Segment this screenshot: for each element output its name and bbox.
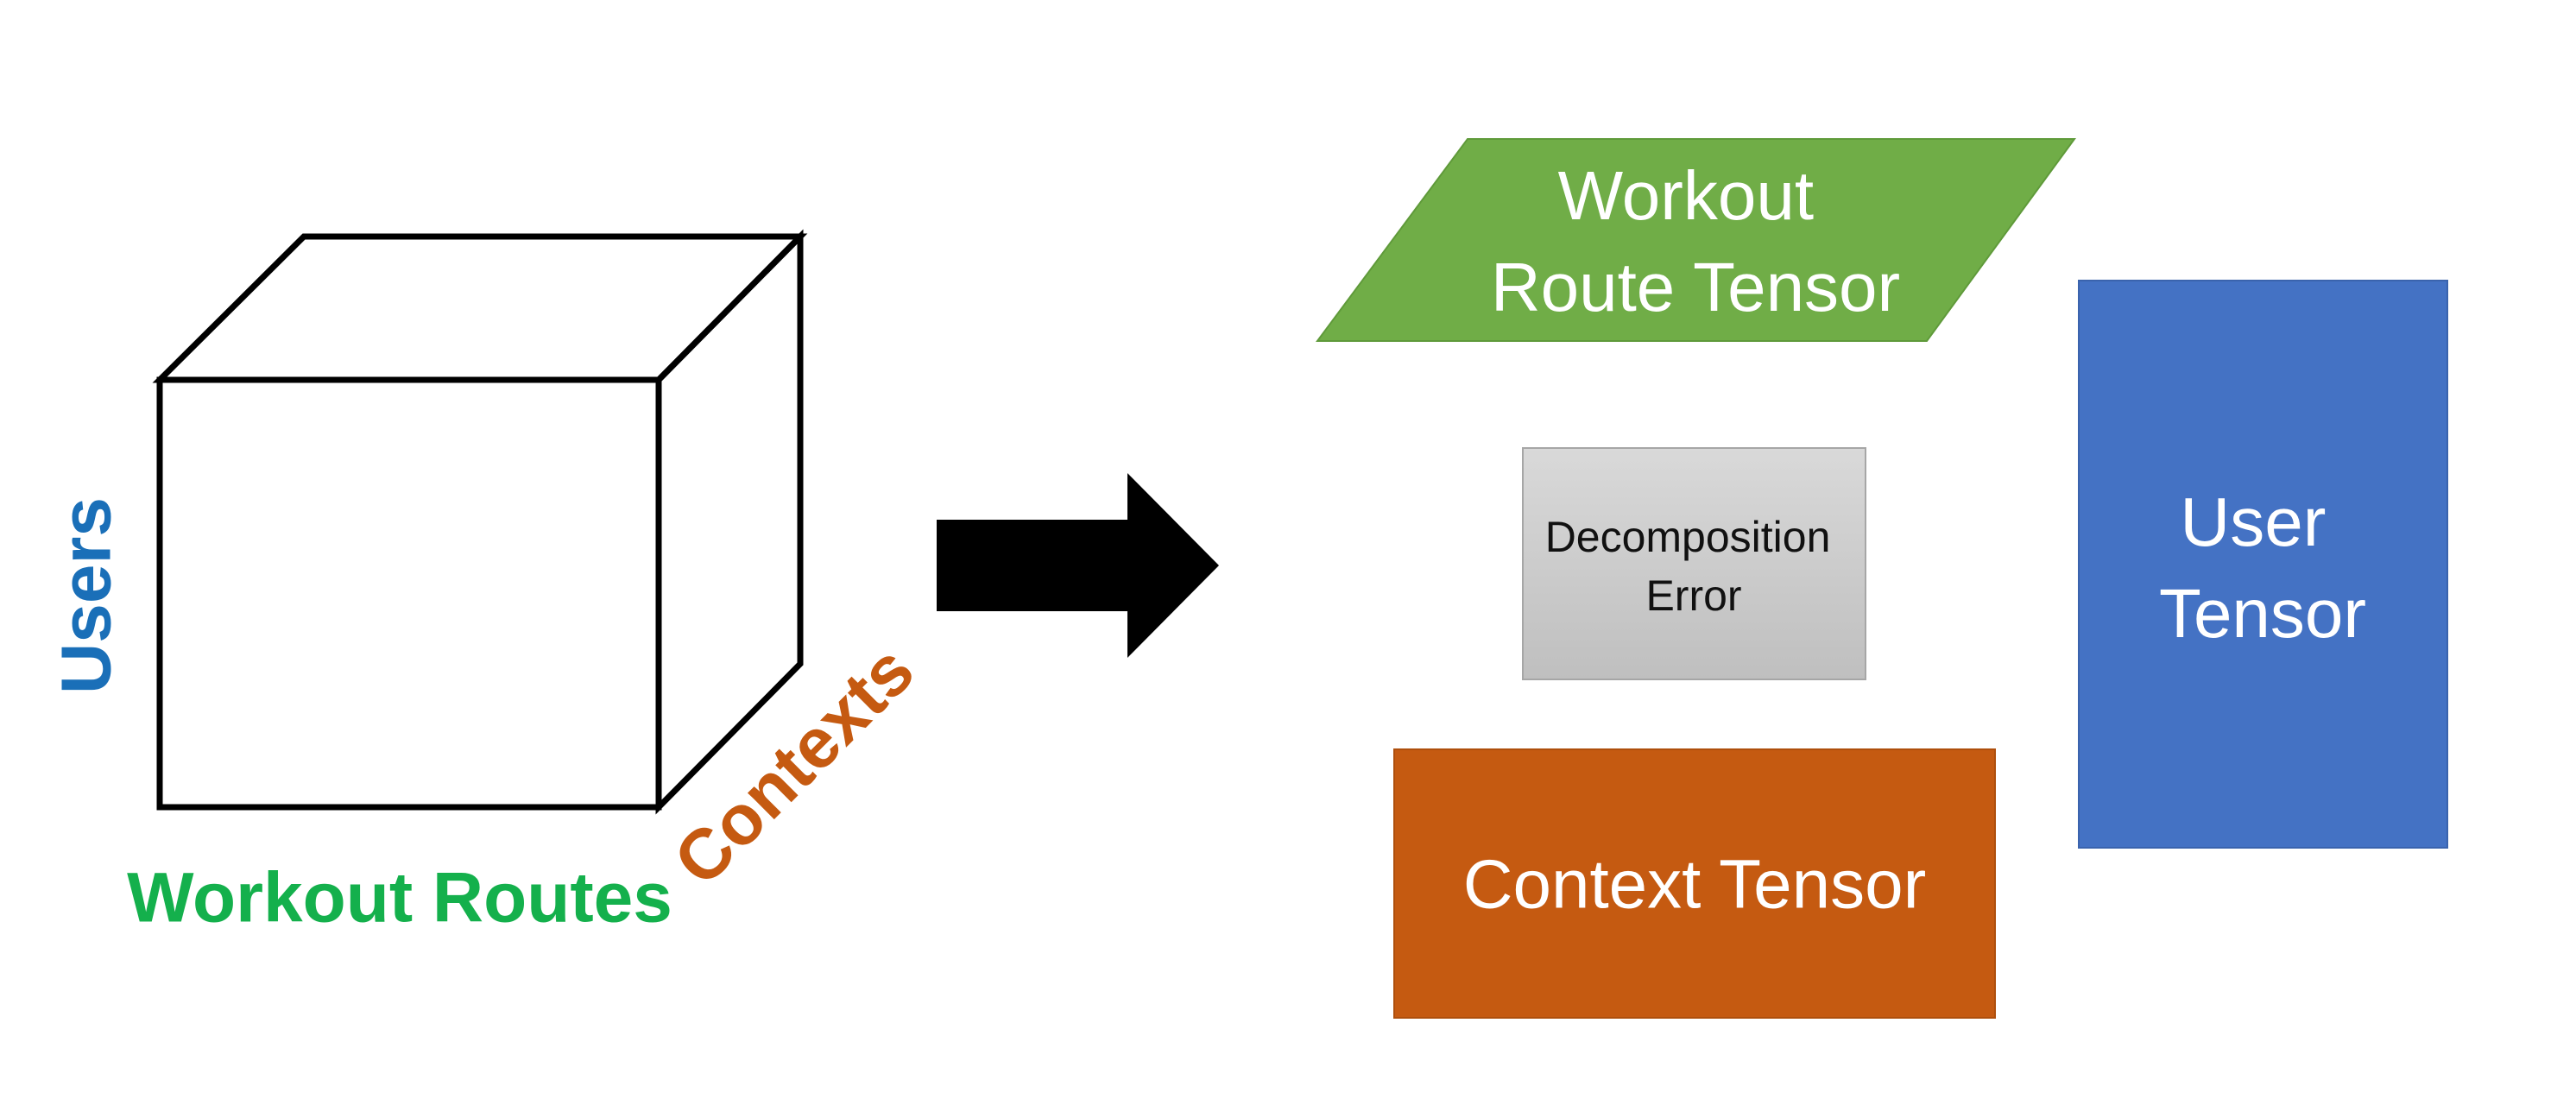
- workout-route-tensor-label-line1: Workout: [1558, 157, 1814, 234]
- users-axis-label: Users: [47, 497, 126, 694]
- context-tensor: Context Tensor: [1393, 748, 1996, 1019]
- svg-text:User Tensor: User Tensor: [2159, 483, 2366, 652]
- workout-route-tensor-label-line2: Route Tensor: [1491, 249, 1900, 325]
- svg-text:Decomposition Error: Decomposition Error: [1545, 513, 1843, 620]
- cube-side-face: [655, 229, 804, 815]
- decomposition-error-label-line1: Decomposition: [1545, 513, 1831, 561]
- svg-text:Workout Route Tensor: Workout Route Tensor: [1491, 157, 1900, 325]
- user-tensor-label-line1: User: [2180, 483, 2326, 560]
- context-tensor-label: Context Tensor: [1463, 846, 1927, 923]
- user-tensor: User Tensor: [2078, 280, 2448, 849]
- cube-top-face: [152, 233, 808, 383]
- decomposition-error: Decomposition Error: [1522, 447, 1866, 680]
- tensor-cube: [152, 229, 808, 815]
- user-tensor-label-line2: Tensor: [2159, 575, 2366, 652]
- decomposition-error-label-line2: Error: [1645, 571, 1741, 620]
- cube-front-face: [156, 376, 662, 811]
- workout-route-tensor-shape: [1316, 138, 2076, 342]
- decomposition-arrow-icon: [937, 473, 1219, 658]
- user-tensor-box: [2078, 280, 2448, 849]
- decomposition-error-box: [1522, 447, 1866, 680]
- workout-routes-axis-label: Workout Routes: [127, 859, 672, 938]
- context-tensor-box: [1393, 748, 1996, 1019]
- workout-route-tensor: Workout Route Tensor: [1316, 138, 2076, 342]
